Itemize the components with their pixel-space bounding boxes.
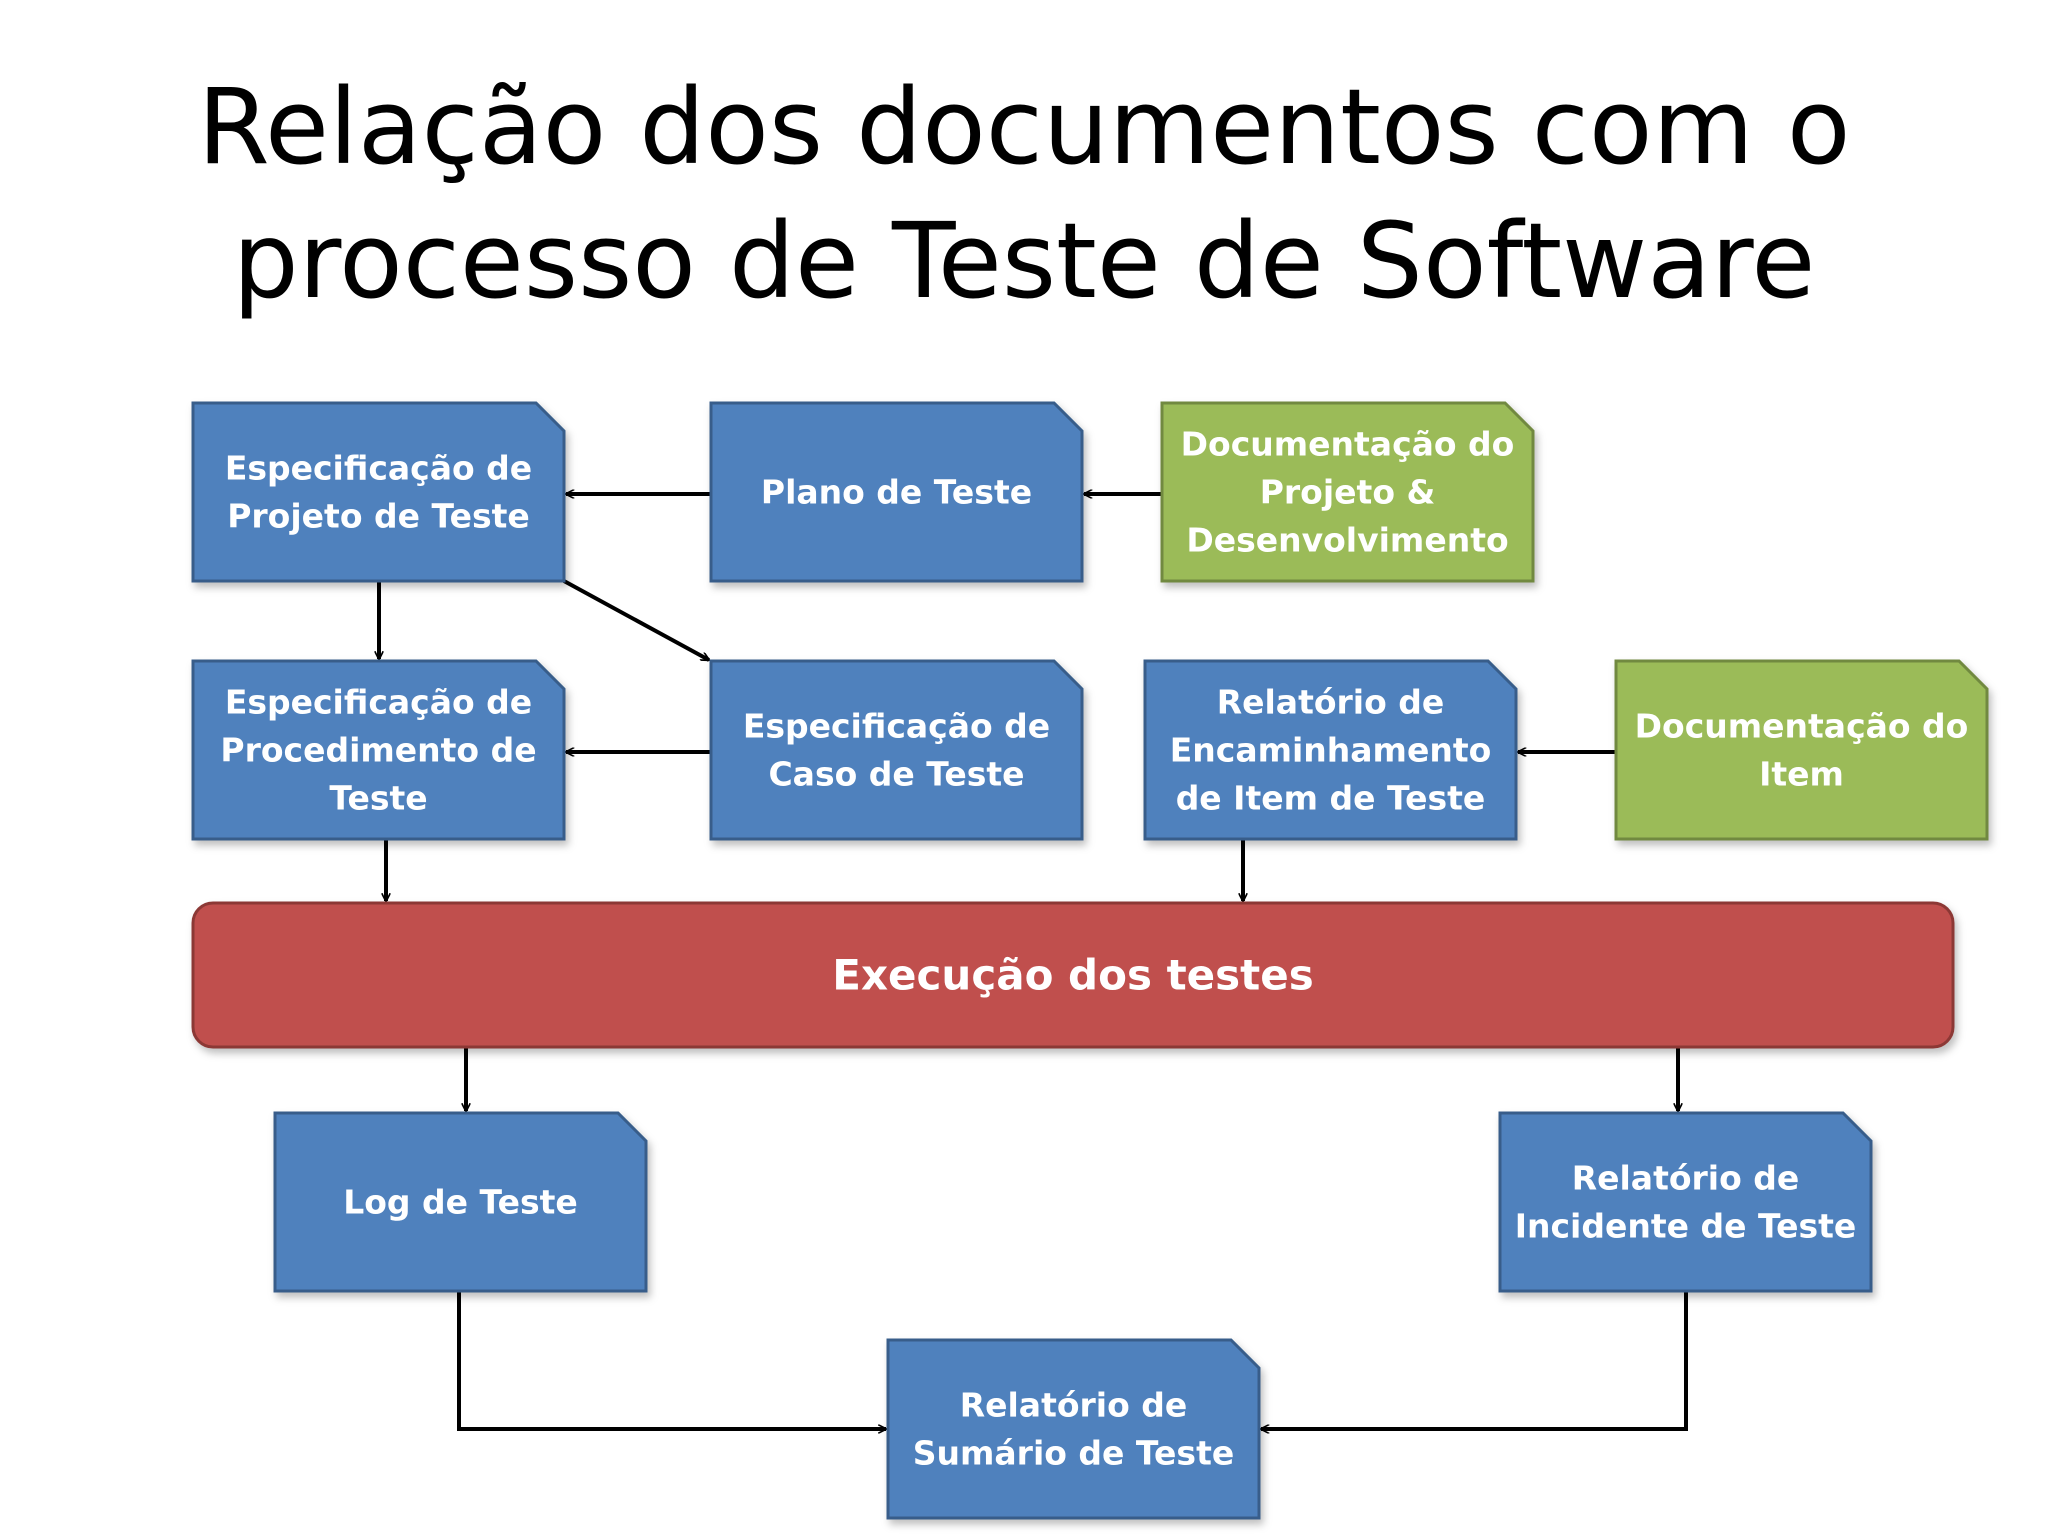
document-shape bbox=[1614, 659, 1989, 841]
arrow-relatorio-incidente-to-relatorio-sumario bbox=[1261, 1291, 1688, 1429]
node-label-especificacao-procedimento-line-3: Teste bbox=[329, 779, 427, 818]
node-label-log-teste-line-1: Log de Teste bbox=[343, 1183, 578, 1222]
node-label-especificacao-projeto-line-1: Especificação de bbox=[225, 449, 532, 488]
node-relatorio-encaminhamento: Relatório de Encaminhamento de Item de Tes… bbox=[1143, 659, 1518, 841]
node-especificacao-procedimento: Especificação de Procedimento de Teste bbox=[191, 659, 566, 841]
document-shape bbox=[709, 401, 1084, 583]
document-shape bbox=[1160, 401, 1535, 583]
node-especificacao-projeto: Especificação de Projeto de Teste bbox=[191, 401, 566, 583]
node-label-especificacao-procedimento-line-2: Procedimento de bbox=[220, 731, 536, 770]
node-label-especificacao-procedimento-line-1: Especificação de bbox=[225, 683, 532, 722]
arrow-log-teste-to-relatorio-sumario bbox=[457, 1291, 886, 1429]
document-shape bbox=[709, 659, 1084, 841]
node-documentacao-item: Documentação do Item bbox=[1614, 659, 1989, 841]
document-shape bbox=[1498, 1111, 1873, 1293]
node-documentacao-projeto: Documentação do Projeto & Desenvolvimento bbox=[1160, 401, 1535, 583]
node-label-documentacao-projeto-line-2: Projeto & bbox=[1260, 473, 1436, 512]
node-label-especificacao-projeto-line-2: Projeto de Teste bbox=[227, 497, 530, 536]
node-label-documentacao-projeto-line-1: Documentação do bbox=[1181, 425, 1515, 464]
node-label-documentacao-projeto-line-3: Desenvolvimento bbox=[1186, 521, 1508, 560]
process-shape bbox=[191, 901, 1955, 1049]
node-plano-teste: Plano de Teste bbox=[709, 401, 1084, 583]
edges-layer bbox=[379, 494, 1688, 1429]
document-shape bbox=[191, 659, 566, 841]
node-label-relatorio-sumario-line-2: Sumário de Teste bbox=[913, 1434, 1234, 1473]
slide-title-line-1: Relação dos documentos com o bbox=[197, 66, 1851, 188]
node-label-especificacao-caso-line-1: Especificação de bbox=[743, 707, 1050, 746]
node-label-especificacao-caso-line-2: Caso de Teste bbox=[768, 755, 1024, 794]
node-label-documentacao-item-line-1: Documentação do bbox=[1635, 707, 1969, 746]
node-label-relatorio-incidente-line-2: Incidente de Teste bbox=[1515, 1207, 1857, 1246]
node-label-relatorio-encaminhamento-line-1: Relatório de bbox=[1217, 683, 1445, 722]
node-label-relatorio-sumario-line-1: Relatório de bbox=[960, 1386, 1188, 1425]
slide-title: Relação dos documentos com o processo de… bbox=[0, 60, 2048, 328]
nodes-layer: Especificação de Projeto de Teste Plano de… bbox=[191, 401, 1989, 1520]
slide-title-line-2: processo de Teste de Software bbox=[232, 200, 1816, 322]
node-especificacao-caso: Especificação de Caso de Teste bbox=[709, 659, 1084, 841]
node-log-teste: Log de Teste bbox=[273, 1111, 648, 1293]
node-relatorio-sumario: Relatório de Sumário de Teste bbox=[886, 1338, 1261, 1520]
node-label-documentacao-item-line-2: Item bbox=[1759, 755, 1844, 794]
node-execucao-testes: Execução dos testes bbox=[191, 901, 1955, 1049]
document-shape bbox=[273, 1111, 648, 1293]
arrow-especificacao-projeto-to-especificacao-caso bbox=[563, 579, 709, 662]
node-label-relatorio-incidente-line-1: Relatório de bbox=[1572, 1159, 1800, 1198]
node-label-plano-teste-line-1: Plano de Teste bbox=[761, 473, 1032, 512]
document-shape bbox=[886, 1338, 1261, 1520]
node-label-relatorio-encaminhamento-line-3: de Item de Teste bbox=[1176, 779, 1486, 818]
document-shape bbox=[1143, 659, 1518, 841]
document-shape bbox=[191, 401, 566, 583]
node-label-execucao-testes-line-1: Execução dos testes bbox=[832, 951, 1313, 1000]
node-relatorio-incidente: Relatório de Incidente de Teste bbox=[1498, 1111, 1873, 1293]
node-label-relatorio-encaminhamento-line-2: Encaminhamento bbox=[1170, 731, 1492, 770]
